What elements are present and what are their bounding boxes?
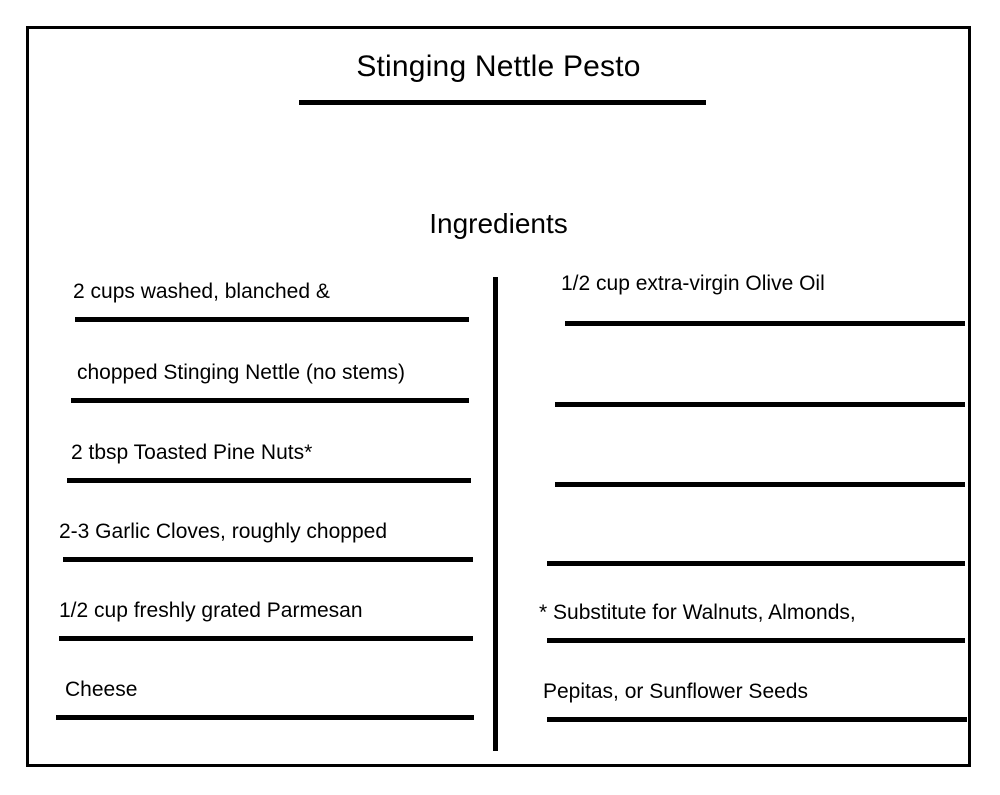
ingredients-left-column: 2 cups washed, blanched & chopped Stingi…	[29, 267, 489, 757]
ingredient-text: 2-3 Garlic Cloves, roughly chopped	[59, 520, 388, 543]
footnote-rule	[547, 638, 965, 643]
ingredient-rule	[59, 636, 473, 641]
ingredient-rule	[555, 402, 965, 407]
ingredient-rule	[555, 482, 965, 487]
ingredient-text: 2 cups washed, blanched &	[73, 280, 330, 303]
ingredients-right-column: 1/2 cup extra-virgin Olive Oil * Substit…	[503, 267, 974, 757]
footnote-line: * Substitute for Walnuts, Almonds,	[503, 586, 974, 665]
ingredient-line: Cheese	[29, 665, 489, 744]
ingredient-line: 2-3 Garlic Cloves, roughly chopped	[29, 507, 489, 586]
ingredient-rule	[67, 478, 471, 483]
ingredient-line: 2 tbsp Toasted Pine Nuts*	[29, 428, 489, 507]
footnote-line: Pepitas, or Sunflower Seeds	[503, 665, 974, 744]
footnote-text: * Substitute for Walnuts, Almonds,	[539, 601, 856, 624]
column-divider	[493, 277, 498, 751]
title-block: Stinging Nettle Pesto	[29, 49, 968, 85]
ingredient-rule	[547, 561, 965, 566]
ingredient-line: 1/2 cup extra-virgin Olive Oil	[503, 267, 974, 346]
ingredient-text: 1/2 cup extra-virgin Olive Oil	[561, 272, 825, 295]
ingredient-text: 2 tbsp Toasted Pine Nuts*	[71, 441, 313, 464]
ingredient-line	[503, 428, 974, 507]
ingredient-rule	[565, 321, 965, 326]
recipe-title: Stinging Nettle Pesto	[356, 50, 641, 83]
ingredient-text: Cheese	[65, 678, 138, 701]
footnote-text: Pepitas, or Sunflower Seeds	[543, 680, 808, 703]
ingredient-rule	[56, 715, 474, 720]
ingredient-rule	[71, 398, 469, 403]
title-underline	[299, 100, 706, 105]
footnote-rule	[547, 717, 967, 722]
ingredient-line	[503, 507, 974, 586]
ingredients-columns: 2 cups washed, blanched & chopped Stingi…	[29, 267, 968, 757]
ingredient-line: 1/2 cup freshly grated Parmesan	[29, 586, 489, 665]
ingredient-line	[503, 348, 974, 427]
recipe-card: Stinging Nettle Pesto Ingredients 2 cups…	[26, 26, 971, 767]
ingredient-line: 2 cups washed, blanched &	[29, 267, 489, 346]
ingredient-line: chopped Stinging Nettle (no stems)	[29, 348, 489, 427]
ingredient-rule	[63, 557, 473, 562]
ingredient-rule	[75, 317, 469, 322]
ingredients-heading: Ingredients	[429, 208, 568, 239]
ingredient-text: 1/2 cup freshly grated Parmesan	[59, 599, 363, 622]
ingredient-text: chopped Stinging Nettle (no stems)	[77, 361, 406, 384]
